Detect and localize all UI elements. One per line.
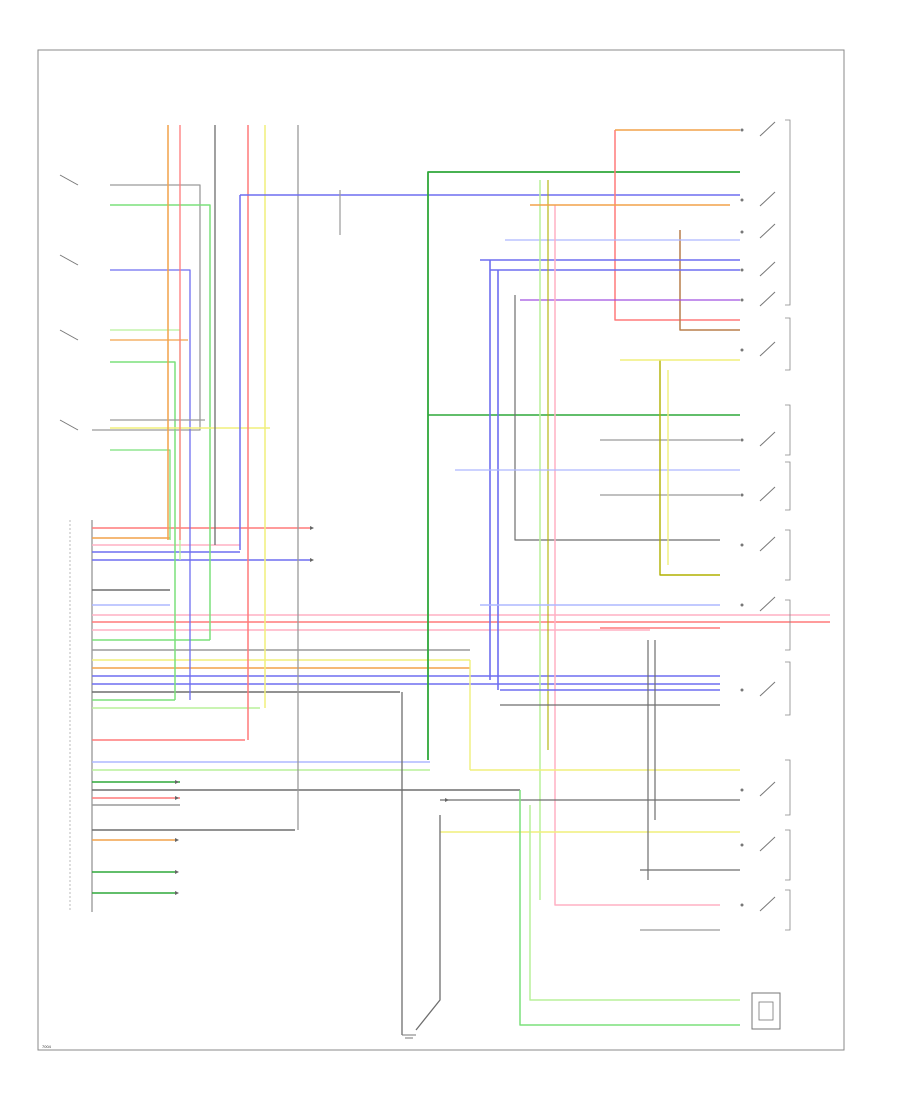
component-bracket xyxy=(785,461,791,511)
arrow-terminal xyxy=(175,780,179,784)
switch-terminal xyxy=(740,903,744,907)
arrow-terminal xyxy=(175,838,179,842)
arrow-terminal xyxy=(310,526,314,530)
wire-blue-left xyxy=(110,269,191,700)
switch-contact xyxy=(759,836,776,852)
wire-green-450 xyxy=(110,449,171,540)
wire-green-1025 xyxy=(519,790,740,1026)
left-switch-contact xyxy=(59,174,79,186)
switch-contact xyxy=(759,896,776,912)
wire-black-515 xyxy=(514,295,720,541)
diagram-frame xyxy=(37,49,845,1051)
switch-terminal xyxy=(740,128,744,132)
component-bracket xyxy=(785,599,791,651)
switch-contact xyxy=(759,486,776,502)
switch-terminal xyxy=(740,543,744,547)
wire-terminals xyxy=(175,526,449,895)
component-bracket xyxy=(785,889,791,931)
wire-green-2 xyxy=(110,361,176,700)
switch-contact xyxy=(759,596,776,612)
door-lock-actuator xyxy=(751,992,781,1030)
wire-brown-right xyxy=(679,230,740,331)
switch-terminal xyxy=(740,438,744,442)
switch-terminal xyxy=(740,788,744,792)
component-bracket xyxy=(785,317,791,371)
component-bracket xyxy=(785,529,791,581)
component-bracket xyxy=(785,404,791,456)
ground-symbol xyxy=(402,1034,416,1039)
wire-harness xyxy=(92,125,830,1035)
switch-contact xyxy=(759,223,776,239)
wire-black-ground-2 xyxy=(415,815,441,1031)
wire-ltgreen-1000 xyxy=(529,805,740,1001)
switch-contact xyxy=(759,681,776,697)
arrow-terminal xyxy=(175,870,179,874)
switch-terminal xyxy=(740,230,744,234)
left-switch-contact xyxy=(59,329,79,341)
arrow-terminal xyxy=(175,796,179,800)
switch-terminal xyxy=(740,298,744,302)
wire-pink-vert xyxy=(554,205,720,906)
switch-contact xyxy=(759,191,776,207)
component-bracket xyxy=(785,119,791,306)
wire-dgreen-loop xyxy=(427,171,740,760)
wire-top-switch xyxy=(92,184,201,431)
switch-terminal xyxy=(740,493,744,497)
switch-contact xyxy=(759,341,776,357)
switch-terminal xyxy=(740,268,744,272)
footer-code: 7004 xyxy=(42,1044,52,1049)
wire-red-right xyxy=(614,130,740,321)
switch-contact xyxy=(759,261,776,277)
arrow-terminal xyxy=(445,798,449,802)
switch-contact xyxy=(759,121,776,137)
arrow-terminal xyxy=(310,558,314,562)
switch-terminal xyxy=(740,348,744,352)
switch-terminal xyxy=(740,688,744,692)
switch-terminal xyxy=(740,603,744,607)
switch-contact xyxy=(759,431,776,447)
component-bracket xyxy=(785,829,791,881)
left-switch-contact xyxy=(59,254,79,266)
switch-contact xyxy=(759,291,776,307)
switch-symbols xyxy=(59,119,791,931)
switch-contact xyxy=(759,781,776,797)
switch-terminal xyxy=(740,198,744,202)
wire-olive-660 xyxy=(659,360,720,576)
control-module-connector xyxy=(69,520,93,912)
component-bracket xyxy=(785,661,791,716)
component-bracket xyxy=(785,759,791,816)
switch-terminal xyxy=(740,843,744,847)
arrow-terminal xyxy=(175,891,179,895)
switch-contact xyxy=(759,536,776,552)
wire-green-left xyxy=(110,204,211,640)
left-switch-contact xyxy=(59,419,79,431)
